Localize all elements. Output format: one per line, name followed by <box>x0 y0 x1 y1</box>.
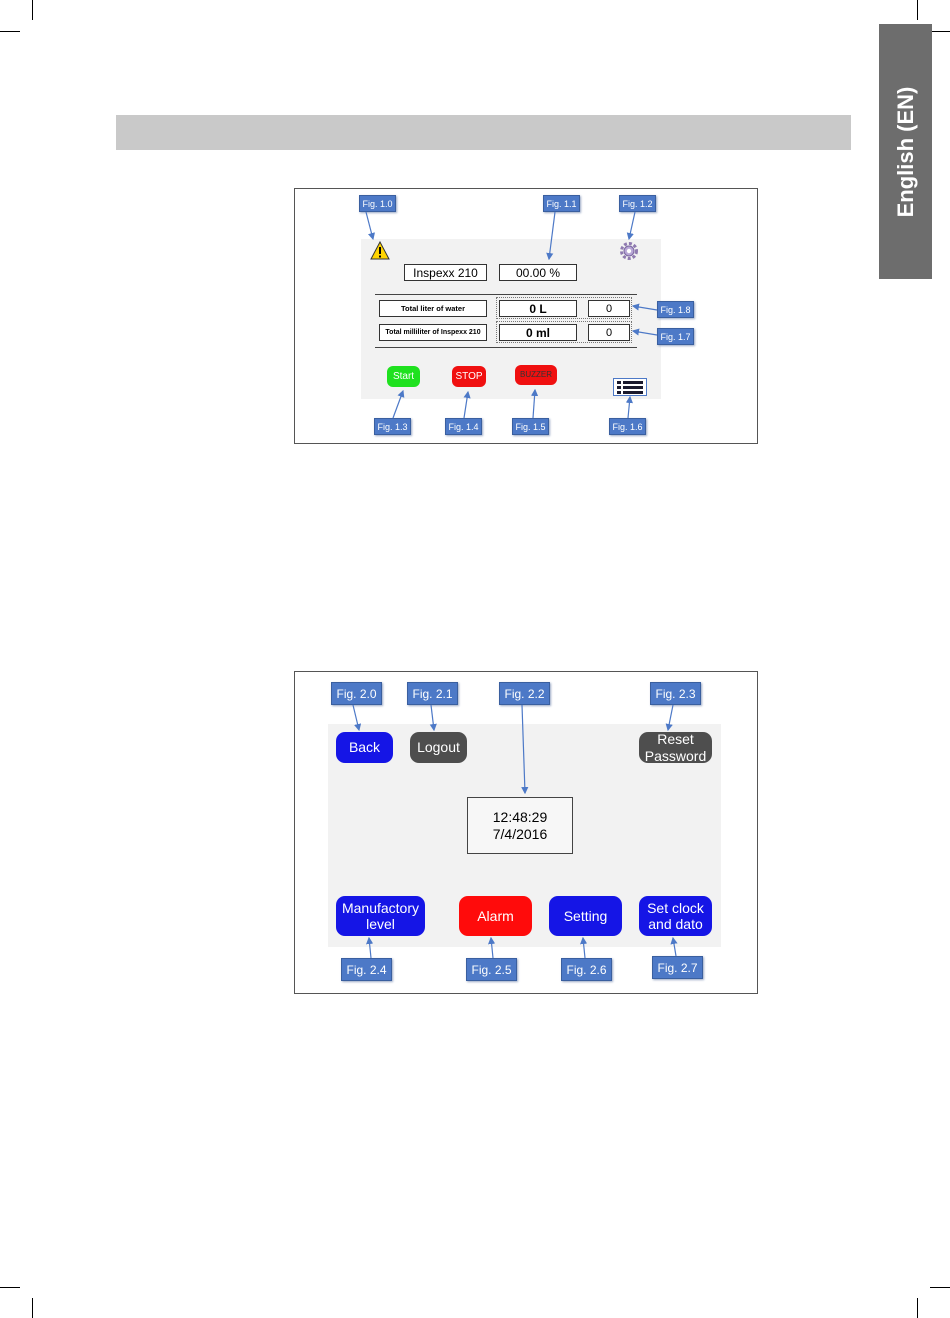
reset-password-button[interactable]: Reset Password <box>639 731 712 764</box>
callout-fig-1-7: Fig. 1.7 <box>657 328 694 345</box>
language-tab: English (EN) <box>879 24 932 279</box>
water-count-field: 0 <box>588 300 630 317</box>
divider <box>375 294 637 295</box>
water-value-frame <box>496 297 632 319</box>
alarm-button[interactable]: Alarm <box>459 896 532 936</box>
callout-fig-1-8: Fig. 1.8 <box>657 301 694 318</box>
crop-mark <box>917 1298 918 1318</box>
set-clock-line1: Set clock <box>647 899 704 916</box>
warning-icon[interactable] <box>370 240 390 261</box>
crop-mark <box>917 0 918 20</box>
callout-fig-2-6: Fig. 2.6 <box>561 958 612 981</box>
reset-password-line2: Password <box>644 747 707 764</box>
inspexx-label: Total milliliter of Inspexx 210 <box>379 324 487 341</box>
clock-display: 12:48:29 7/4/2016 <box>467 797 573 854</box>
callout-fig-2-3: Fig. 2.3 <box>650 682 701 705</box>
callout-fig-1-5: Fig. 1.5 <box>512 418 549 435</box>
manufactory-level-button[interactable]: Manufactory level <box>336 896 425 936</box>
setting-button[interactable]: Setting <box>549 896 622 936</box>
start-button[interactable]: Start <box>387 366 420 387</box>
crop-mark <box>930 31 950 32</box>
callout-fig-1-6: Fig. 1.6 <box>609 418 646 435</box>
inspexx-value-field: 0 ml <box>499 324 577 341</box>
clock-time: 12:48:29 <box>492 809 548 826</box>
crop-mark <box>930 1287 950 1288</box>
reset-password-line1: Reset <box>657 731 694 748</box>
callout-fig-2-5: Fig. 2.5 <box>466 958 517 981</box>
crop-mark <box>32 0 33 20</box>
set-clock-button[interactable]: Set clock and dato <box>639 896 712 936</box>
callout-fig-1-0: Fig. 1.0 <box>359 195 396 212</box>
callout-fig-2-2: Fig. 2.2 <box>499 682 550 705</box>
section-header-bar <box>116 115 851 150</box>
divider <box>375 347 637 348</box>
callout-fig-2-7: Fig. 2.7 <box>652 956 703 979</box>
inspexx-count-field: 0 <box>588 324 630 341</box>
manufactory-line2: level <box>366 916 395 932</box>
callout-fig-2-4: Fig. 2.4 <box>341 958 392 981</box>
callout-fig-2-0: Fig. 2.0 <box>331 682 382 705</box>
crop-mark <box>0 31 20 32</box>
callout-fig-1-1: Fig. 1.1 <box>543 195 580 212</box>
set-clock-line2: and dato <box>648 916 703 932</box>
clock-date: 7/4/2016 <box>492 825 548 842</box>
manufactory-line1: Manufactory <box>341 899 420 916</box>
device-name-field: Inspexx 210 <box>404 264 487 281</box>
crop-mark <box>32 1298 33 1318</box>
language-tab-label: English (EN) <box>892 86 918 217</box>
crop-mark <box>0 1287 20 1288</box>
callout-fig-2-1: Fig. 2.1 <box>407 682 458 705</box>
callout-fig-1-3: Fig. 1.3 <box>374 418 411 435</box>
buzzer-button[interactable]: BUZZER <box>515 365 557 385</box>
figure-1-main-screen: Inspexx 210 00.00 % Total liter of water… <box>294 188 758 444</box>
stop-button[interactable]: STOP <box>452 366 486 387</box>
figure-2-menu-screen: Back Logout Reset Password 12:48:29 7/4/… <box>294 671 758 994</box>
back-button[interactable]: Back <box>336 732 393 763</box>
gear-icon[interactable] <box>620 242 638 260</box>
inspexx-value-frame <box>496 321 632 343</box>
grid-menu-icon[interactable] <box>613 378 647 396</box>
percent-field: 00.00 % <box>499 264 577 281</box>
callout-fig-1-4: Fig. 1.4 <box>445 418 482 435</box>
logout-button[interactable]: Logout <box>410 732 467 763</box>
callout-fig-1-2: Fig. 1.2 <box>619 195 656 212</box>
water-label: Total liter of water <box>379 300 487 317</box>
water-value-field: 0 L <box>499 300 577 317</box>
